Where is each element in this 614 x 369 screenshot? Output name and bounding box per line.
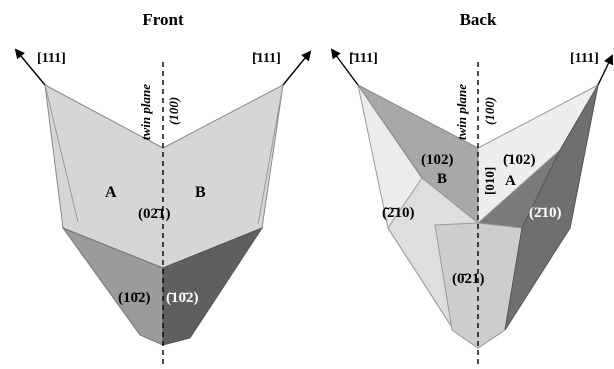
front-face-lower-right [162,226,264,346]
front-dir-right-label: [̄111] [252,51,281,66]
front-arrow-right [282,50,312,86]
front-panel: Front [111] [̄111] twin plane (100) A B … [14,10,312,368]
front-face-lower-left-label: (10̄2) [118,290,151,306]
front-region-a-label: A [105,184,117,201]
front-dir-left-label: [111] [37,51,66,66]
back-face-m102-label: (̄102) [503,152,536,168]
back-dir-left-label: [̄111] [349,51,378,66]
back-face-0m21-label: (0̄21) [452,271,485,287]
back-dir-right-label: [111] [570,51,599,66]
front-edge-right [257,84,284,225]
back-arrow-right [597,54,614,86]
back-face-2m10-label: (2̄10) [529,205,562,221]
back-face-102-label: (102) [421,152,454,168]
back-region-b-label: B [437,171,447,187]
back-plane-index-label: (100) [482,97,497,125]
front-edge-left [44,84,79,223]
front-title: Front [142,10,184,29]
back-title: Back [460,10,497,29]
front-face-center-label: (02̄1) [138,206,171,222]
front-plane-index-label: (100) [166,97,181,125]
back-face-right-dark [504,84,599,331]
back-twin-plane-label: twin plane [454,84,469,140]
back-panel: Back [̄111] [111] twin plane (100) [010]… [330,10,614,368]
front-face-lower-right-label: (̄10̄2) [166,290,199,306]
back-region-a-label: A [505,173,516,189]
back-arrow-left [330,48,359,86]
front-twin-plane-label: twin plane [138,84,153,140]
front-arrow-left [14,48,46,86]
back-axis-label: [010] [482,167,497,195]
back-face-m2m10-label: (̄2̄10) [382,205,415,221]
front-region-b-label: B [195,184,206,201]
